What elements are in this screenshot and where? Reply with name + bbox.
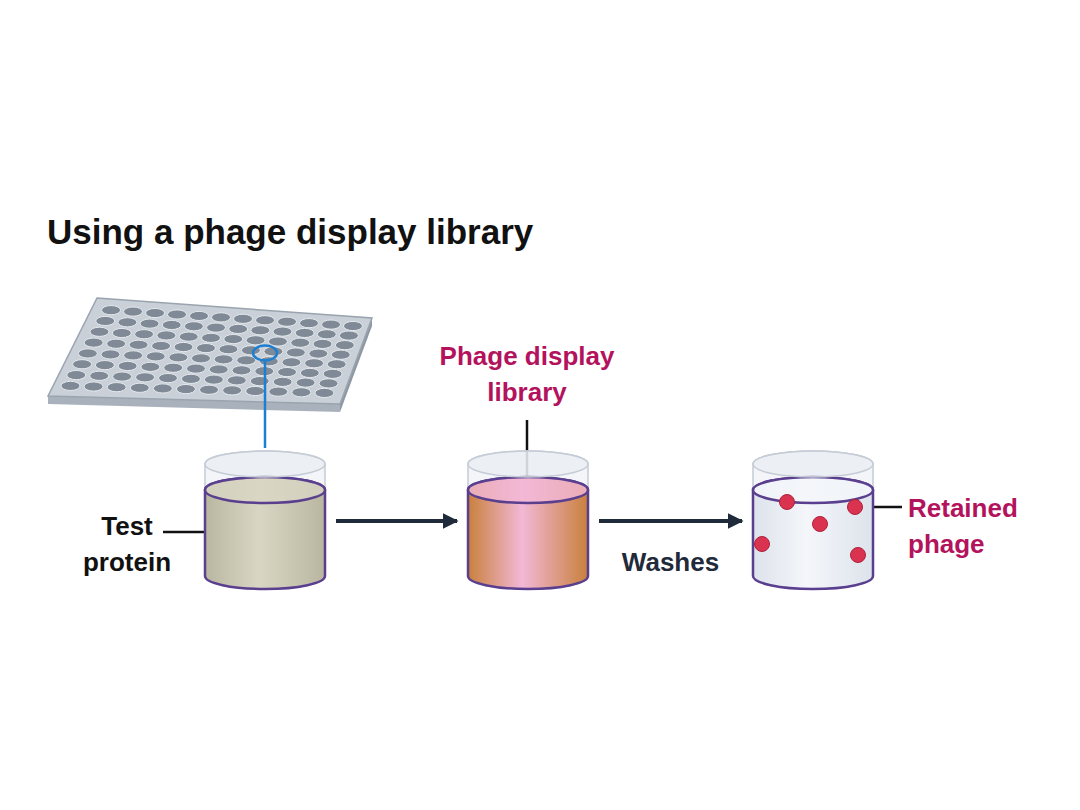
well-label: Test protein [62,508,192,580]
sample-well: Phage display library [465,450,591,592]
glass-cylinder [202,450,328,592]
phage-particle [813,517,828,532]
sample-well: Test protein [202,450,328,592]
sample-well: Retained phage [750,450,876,592]
glass-cylinder [465,450,591,592]
phage-particle [780,495,795,510]
phage-particle [848,500,863,515]
process-arrow [599,519,742,523]
well-label: Phage display library [412,338,642,410]
glass-cylinder [750,450,876,592]
diagram-title: Using a phage display library [47,212,533,252]
microplate [48,298,372,448]
process-arrow [336,519,457,523]
phage-particle [851,548,866,563]
well-label: Retained phage [908,490,1058,562]
phage-particle [755,537,770,552]
step-label: Washes [619,547,722,578]
